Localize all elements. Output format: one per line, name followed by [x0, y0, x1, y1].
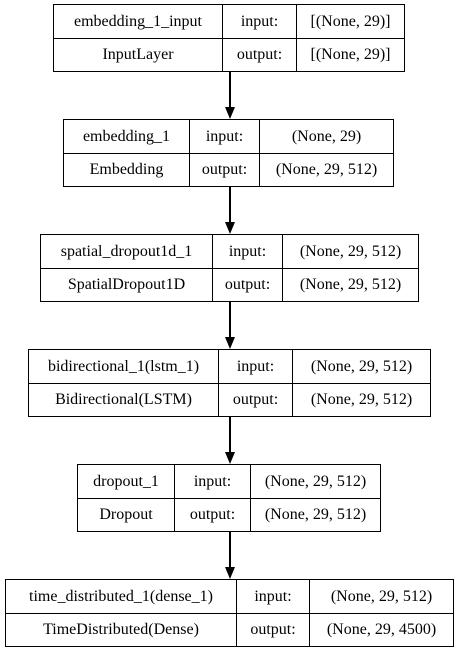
arrow-head	[225, 567, 235, 579]
input-shape: (None, 29)	[259, 120, 393, 153]
output-label: output:	[218, 383, 292, 416]
layer-name: embedding_1_input	[74, 12, 202, 30]
layer-class: Embedding	[64, 153, 189, 186]
input-label: input:	[174, 465, 250, 498]
layer-name: bidirectional_1(lstm_1)	[47, 357, 200, 375]
input-label: input:	[189, 120, 259, 153]
input-shape: (None, 29, 512)	[292, 350, 430, 383]
layer-class: TimeDistributed(Dense)	[6, 613, 236, 646]
output-shape: (None, 29, 512)	[292, 383, 430, 416]
edge-line	[229, 187, 231, 223]
input-label: input:	[212, 235, 282, 268]
input-shape: (None, 29, 512)	[250, 465, 380, 498]
input-shape: (None, 29, 512)	[282, 235, 418, 268]
output-shape: [(None, 29)]	[296, 38, 404, 71]
input-label: input:	[222, 5, 296, 38]
layer-name: embedding_1	[82, 127, 171, 145]
input-label: input:	[236, 580, 309, 613]
output-label: output:	[212, 268, 282, 301]
output-shape: (None, 29, 512)	[282, 268, 418, 301]
input-shape: (None, 29, 512)	[309, 580, 453, 613]
layer-name: time_distributed_1(dense_1)	[29, 587, 213, 605]
output-shape: (None, 29, 512)	[250, 498, 380, 531]
arrow-head	[225, 452, 235, 464]
layer-class: SpatialDropout1D	[41, 268, 212, 301]
layer-node: bidirectional_1(lstm_1) input:(None, 29, …	[28, 349, 431, 417]
output-label: output:	[189, 153, 259, 186]
layer-class: Bidirectional(LSTM)	[29, 383, 218, 416]
output-shape: (None, 29, 512)	[259, 153, 393, 186]
output-label: output:	[174, 498, 250, 531]
arrow-head	[225, 222, 235, 234]
layer-name: dropout_1	[93, 472, 159, 490]
layer-class: InputLayer	[54, 38, 222, 71]
output-label: output:	[222, 38, 296, 71]
output-label: output:	[236, 613, 309, 646]
edge-line	[229, 302, 231, 338]
edge-line	[229, 532, 231, 568]
layer-node: embedding_1_input input:[(None, 29)] Input…	[53, 4, 405, 72]
layer-node: spatial_dropout1d_1 input:(None, 29, 512)…	[40, 234, 419, 302]
edge-line	[229, 72, 231, 108]
edge-line	[229, 417, 231, 453]
layer-name: spatial_dropout1d_1	[60, 242, 193, 260]
layer-class: Dropout	[78, 498, 174, 531]
arrow-head	[225, 337, 235, 349]
layer-node: time_distributed_1(dense_1) input:(None, …	[5, 579, 454, 647]
input-shape: [(None, 29)]	[296, 5, 404, 38]
input-label: input:	[218, 350, 292, 383]
arrow-head	[225, 107, 235, 119]
output-shape: (None, 29, 4500)	[309, 613, 453, 646]
